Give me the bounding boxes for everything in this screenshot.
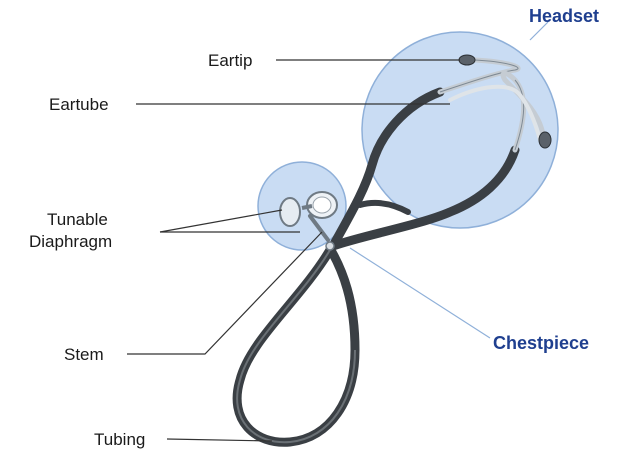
tubing-leader (166, 438, 273, 442)
chestpiece-callout-line (349, 247, 491, 339)
tunable-leader-1 (159, 209, 283, 233)
stem-leader (127, 231, 323, 355)
stethoscope-icon (232, 54, 552, 447)
eartip-right (538, 131, 552, 149)
tubing-label: Tubing (94, 430, 145, 449)
yoke-left (328, 87, 445, 251)
yoke-inner (357, 200, 411, 215)
tunable-label: Tunable (47, 210, 108, 229)
eartip-label: Eartip (208, 51, 252, 70)
tubing-highlight (236, 249, 356, 444)
eartube-curve (448, 84, 542, 142)
diaphragm-label: Diaphragm (29, 232, 112, 251)
eartip-left (458, 54, 476, 66)
eartube-label: Eartube (49, 95, 109, 114)
stem-label: Stem (64, 345, 104, 364)
eartube-left-outline (439, 59, 519, 93)
chestpiece-head (279, 191, 338, 251)
chestpiece-header: Chestpiece (493, 333, 589, 353)
headset-callout-line (529, 21, 549, 41)
eartube-right-outline (514, 79, 525, 151)
yoke-right (328, 145, 520, 251)
headset-header: Headset (529, 6, 599, 26)
